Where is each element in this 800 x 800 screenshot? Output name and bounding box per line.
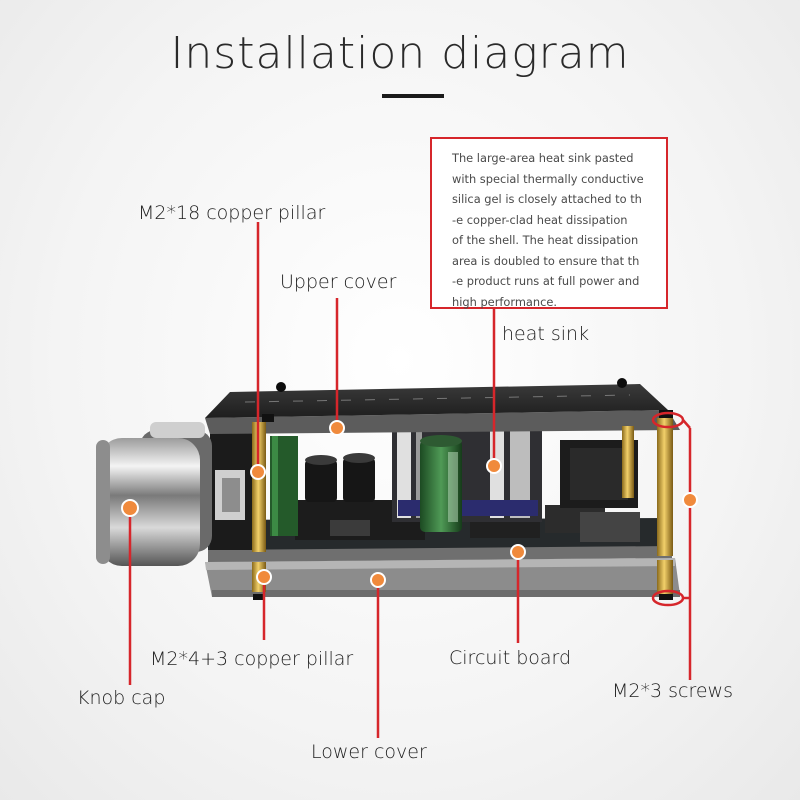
label-circuit-board: Circuit board: [449, 647, 572, 669]
note-line: of the shell. The heat dissipation: [452, 233, 639, 247]
note-line: area is doubled to ensure that th: [452, 253, 640, 268]
heat-sink-shape: [392, 426, 542, 522]
note-line: The large-area heat sink pasted: [452, 151, 634, 165]
small-capacitors: [305, 453, 375, 502]
label-upper-cover: Upper cover: [280, 271, 397, 293]
diagram-title: Installation diagram: [170, 28, 630, 79]
note-line: -e copper-clad heat dissipation: [452, 212, 628, 227]
heat-sink-description-box: The large-area heat sink pasted with spe…: [430, 137, 668, 309]
right-components: [560, 440, 640, 542]
knob-shape: [96, 422, 212, 566]
label-m2-3-screws: M2*3 screws: [612, 680, 733, 702]
label-lower-cover: Lower cover: [311, 741, 427, 763]
note-line: high performance.: [452, 294, 558, 309]
label-knob-cap: Knob cap: [77, 687, 166, 709]
note-line: with special thermally conductive: [452, 171, 644, 186]
left-jack-block: [210, 430, 298, 550]
label-m2-18-copper-pillar: M2*18 copper pillar: [138, 202, 326, 224]
copper-pillars: [252, 410, 673, 600]
upper-cover-shape: [205, 378, 680, 434]
note-line: -e product runs at full power and: [452, 274, 640, 288]
label-heat-sink: heat sink: [502, 323, 590, 345]
large-capacitor: [420, 435, 462, 532]
title-underline: [382, 94, 444, 98]
note-line: silica gel is closely attached to th: [452, 192, 642, 206]
lower-cover-shape: [205, 558, 680, 597]
label-m2-4-3-copper-pillar: M2*4+3 copper pillar: [150, 648, 354, 670]
